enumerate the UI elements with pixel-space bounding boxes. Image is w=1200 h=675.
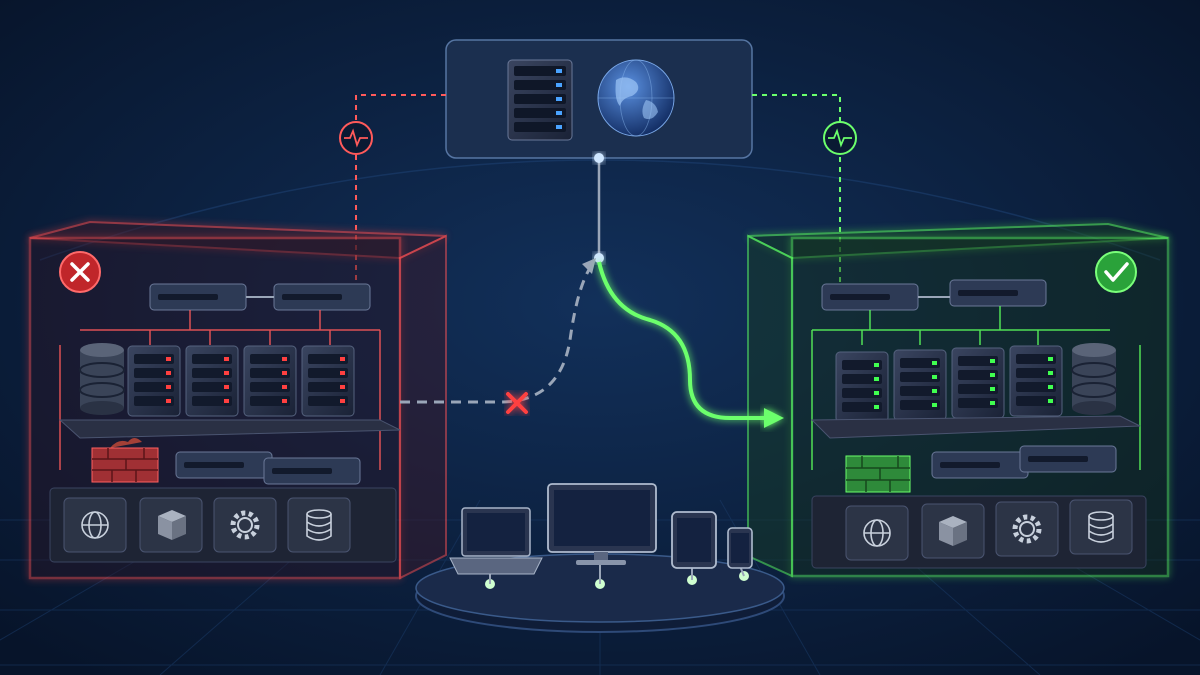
phone-icon (727, 527, 753, 569)
server-rack-row (835, 345, 1063, 423)
x-icon (506, 392, 528, 414)
pulse-icon (344, 128, 368, 148)
network-switch (273, 283, 371, 311)
database-icon (1071, 343, 1117, 415)
pulse-icon (828, 128, 852, 148)
database-icon (1088, 511, 1114, 543)
firewall-icon (845, 455, 911, 493)
laptop-icon (449, 507, 543, 575)
database-icon (79, 343, 125, 415)
box-icon (158, 510, 186, 540)
control-to-hub-line (594, 153, 604, 263)
active-traffic-route (597, 261, 784, 488)
heartbeat-link-failed (339, 94, 446, 290)
network-switch (149, 283, 247, 311)
firewall-icon (91, 438, 159, 483)
globe-icon (597, 59, 675, 137)
router-device (175, 451, 273, 479)
gear-icon (1012, 514, 1042, 544)
router-device (263, 457, 361, 485)
control-plane-panel (445, 39, 753, 159)
client-platform (415, 553, 785, 633)
globe-icon (863, 519, 891, 547)
router-device (1019, 445, 1117, 473)
failed-traffic-route (400, 258, 596, 414)
x-icon (59, 251, 101, 293)
network-switch (821, 283, 919, 311)
monitor-icon (547, 483, 657, 565)
network-switch (949, 279, 1047, 307)
server-stack-icon (507, 59, 573, 141)
active-site (747, 222, 1170, 578)
database-icon (306, 509, 332, 541)
globe-icon (81, 511, 109, 539)
server-rack-row (127, 345, 355, 417)
box-icon (939, 516, 967, 546)
gear-icon (230, 510, 260, 540)
heartbeat-link-healthy (752, 94, 857, 290)
check-icon (1095, 251, 1137, 293)
failed-site (28, 220, 447, 580)
router-device (931, 451, 1029, 479)
site-tile-row (845, 499, 1133, 561)
site-tile-row (63, 497, 351, 553)
tablet-icon (671, 511, 717, 569)
